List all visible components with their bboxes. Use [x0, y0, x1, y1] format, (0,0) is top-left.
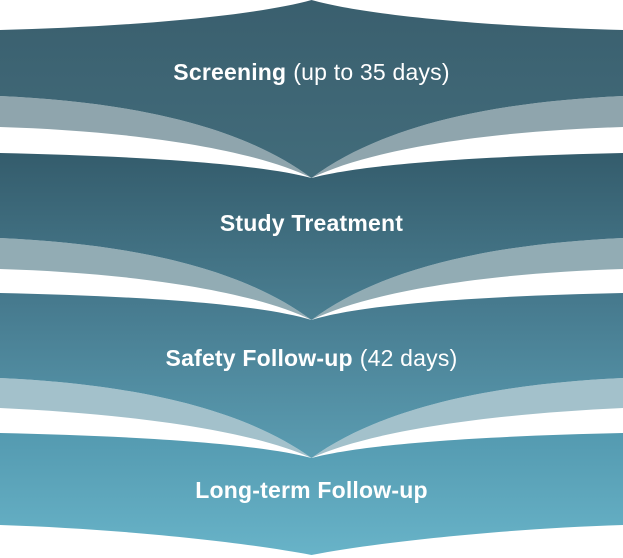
phase-2-banner: [0, 153, 623, 320]
phase-2-shadow-swoosh: [0, 238, 623, 320]
phase-3-shadow-swoosh: [0, 378, 623, 458]
phase-1-shadow-swoosh: [0, 96, 623, 178]
phase-1-banner: [0, 0, 623, 178]
phase-4-banner: [0, 433, 623, 555]
phase-3-banner: [0, 293, 623, 458]
